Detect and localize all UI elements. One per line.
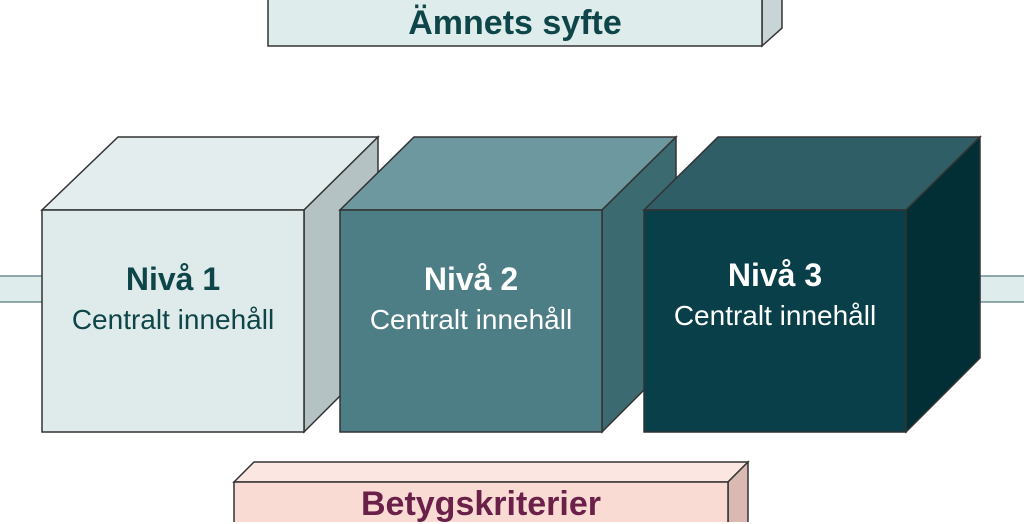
left-connector-band xyxy=(0,275,45,303)
cube-niva-3 xyxy=(642,135,982,434)
amnets-syfte-box xyxy=(267,0,783,48)
cube-1-text: Nivå 1 Centralt innehåll xyxy=(42,258,304,340)
cube-2-title: Nivå 2 xyxy=(423,261,519,297)
cube-2-subtitle: Centralt innehåll xyxy=(369,304,573,335)
cube-3-text: Nivå 3 Centralt innehåll xyxy=(644,254,906,336)
amnets-syfte-label: Ämnets syfte xyxy=(408,4,622,42)
cube-1-title: Nivå 1 xyxy=(125,261,221,297)
betygskriterier-box xyxy=(232,460,750,522)
cube-3-title: Nivå 3 xyxy=(727,257,823,293)
cube-3-subtitle: Centralt innehåll xyxy=(673,300,877,331)
cube-2-text: Nivå 2 Centralt innehåll xyxy=(340,258,602,340)
betygskriterier-label: Betygskriterier xyxy=(360,485,601,523)
right-connector-band xyxy=(979,275,1024,303)
cube-1-subtitle: Centralt innehåll xyxy=(71,304,275,335)
